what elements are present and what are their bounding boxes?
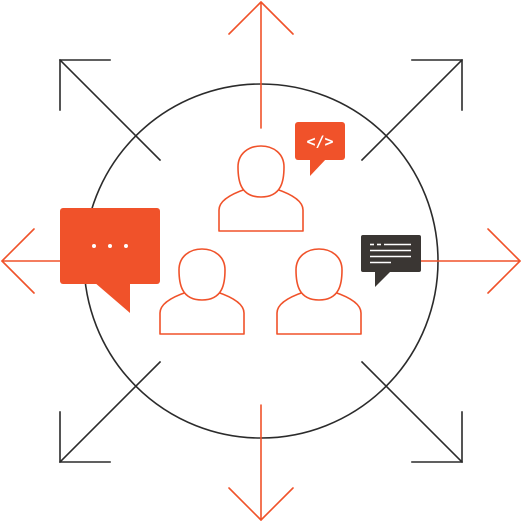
text-lines-speech-bubble-icon <box>361 235 421 287</box>
ellipsis-dot <box>124 244 128 248</box>
arrow-down-icon <box>228 404 294 521</box>
code-glyph: </> <box>306 133 333 151</box>
arrow-left-icon <box>1 228 63 294</box>
ellipsis-speech-bubble-icon <box>60 208 160 313</box>
arrow-right-icon <box>419 228 521 294</box>
code-speech-bubble-icon: </> <box>295 122 345 176</box>
person-top-icon <box>218 145 304 232</box>
person-right-icon <box>276 248 362 335</box>
arrow-up-left-icon <box>58 58 162 162</box>
ellipsis-dot <box>92 244 96 248</box>
ellipsis-dot <box>108 244 112 248</box>
arrow-down-left-icon <box>58 360 162 464</box>
arrow-up-icon <box>228 1 294 129</box>
arrow-up-right-icon <box>360 58 464 162</box>
arrow-down-right-icon <box>360 360 464 464</box>
person-left-icon <box>159 248 245 335</box>
